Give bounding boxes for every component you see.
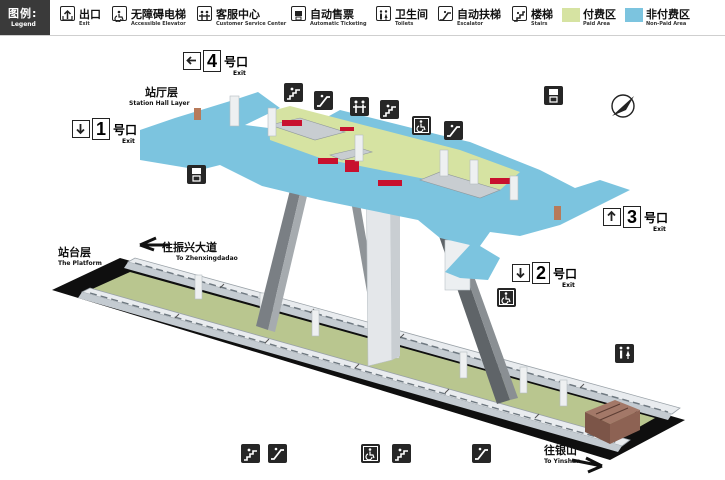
west-arrow: [139, 236, 170, 252]
direction-east-en: To Yinshan: [544, 458, 581, 465]
legend-title: 图例: Legend: [0, 0, 50, 35]
east-arrow: [571, 456, 603, 474]
train-lower: [78, 287, 631, 452]
non-paid-area-swatch: [625, 8, 643, 22]
legend-label-en: Non-Paid Area: [646, 21, 687, 27]
legend-label-en: Exit: [79, 21, 90, 27]
exit-2-number: 2: [532, 262, 550, 284]
exit-2-en: Exit: [562, 282, 575, 289]
hall-level: [140, 92, 630, 280]
paid-area-swatch: [562, 8, 580, 22]
exit-4-number: 4: [203, 50, 221, 72]
legend-label-en: Toilets: [395, 21, 414, 27]
accessible-elevator-icon: [497, 288, 516, 307]
ticket-machine-icon: [544, 86, 563, 105]
exit-3-arrow-icon: [603, 208, 621, 226]
legend-label-en: Stairs: [531, 21, 548, 27]
accessible-elevator-icon: [361, 444, 380, 463]
stairs-icon: [380, 100, 399, 119]
stairs-icon: [392, 444, 411, 463]
stairs-icon: [241, 444, 260, 463]
direction-west: 往振兴大道 To Zhenxingdadao: [162, 239, 238, 262]
legend-label-en: Automatic Ticketing: [310, 21, 367, 27]
hall-level-label: 站厅层 Station Hall Layer: [129, 84, 190, 107]
escalator-icon: [268, 444, 287, 463]
paid-area: [268, 106, 520, 190]
exit-3-marker: 3 号口 Exit: [603, 206, 669, 233]
exit-1-zh: 号口: [113, 122, 138, 137]
exit-4-arrow-icon: [183, 52, 201, 70]
toilet-block: [585, 400, 640, 444]
customer-service-icon: [197, 6, 212, 21]
platform-level-label-zh: 站台层: [58, 246, 91, 259]
exit-2-zh: 号口: [553, 266, 578, 281]
escalator-icon: [438, 6, 453, 21]
accessible-elevator-icon: [412, 116, 431, 135]
legend-label-en: Escalator: [457, 21, 484, 27]
exit-1-marker: 1 号口 Exit: [72, 118, 138, 145]
exit-4-en: Exit: [233, 70, 246, 77]
ticket-machine-icon: [187, 165, 206, 184]
escalator-icon: [472, 444, 491, 463]
legend-label-zh: 付费区: [583, 8, 616, 21]
hall-level-label-en: Station Hall Layer: [129, 100, 190, 107]
fare-gates: [282, 120, 514, 186]
legend-label-en: Customer Service Center: [216, 21, 287, 27]
exit-3-en: Exit: [653, 226, 666, 233]
exit-1-en: Exit: [122, 138, 135, 145]
hall-columns: [229, 95, 519, 201]
direction-east-zh: 往银山: [544, 444, 577, 457]
compass-icon: [611, 94, 635, 118]
legend-bar: 图例: Legend 出口 Exit 无障碍电梯 Accessible Elev…: [0, 0, 725, 36]
exit-1-arrow-icon: [72, 120, 90, 138]
legend-title-zh: 图例:: [8, 7, 38, 20]
exit-icon: [60, 6, 75, 21]
exit-2-marker: 2 号口 Exit: [512, 262, 578, 289]
exit-4-marker: 4 号口 Exit: [183, 50, 249, 77]
legend-label-zh: 出口: [79, 8, 101, 21]
legend-label-zh: 自动扶梯: [457, 8, 501, 21]
direction-west-zh: 往振兴大道: [162, 241, 217, 254]
platform-level-label-en: The Platform: [58, 260, 102, 267]
station-map: [52, 92, 685, 474]
exit-2-arrow-icon: [512, 264, 530, 282]
legend-label-zh: 自动售票: [310, 8, 354, 21]
exit-1-number: 1: [92, 118, 110, 140]
accessible-elevator-icon: [112, 6, 127, 23]
stairs-icon: [284, 83, 303, 102]
customer-service-icon: [350, 97, 369, 116]
legend-label-zh: 客服中心: [216, 8, 260, 21]
hall-level-label-zh: 站厅层: [145, 86, 178, 99]
legend-label-zh: 楼梯: [531, 8, 553, 21]
stairs-icon: [512, 6, 527, 22]
legend-label-en: Paid Area: [583, 21, 611, 27]
toilets-icon: [376, 6, 391, 21]
entrance-stub-3: [554, 206, 561, 220]
exit-3-number: 3: [623, 206, 641, 228]
legend-label-zh: 无障碍电梯: [131, 8, 186, 21]
ticket-machine-icon: [291, 6, 306, 21]
escalator-icon: [314, 91, 333, 110]
legend-label-en: Accessible Elevator: [131, 21, 186, 27]
exit-3-zh: 号口: [644, 210, 669, 225]
platform-level-label: 站台层 The Platform: [58, 244, 102, 267]
entrance-stub-4: [194, 108, 201, 120]
legend-label-zh: 卫生间: [395, 8, 428, 21]
direction-east: 往银山 To Yinshan: [544, 442, 580, 465]
legend-title-en: Legend: [11, 21, 36, 28]
escalator-icon: [444, 121, 463, 140]
toilets-icon: [615, 344, 634, 363]
direction-west-en: To Zhenxingdadao: [176, 255, 238, 262]
exit-4-zh: 号口: [224, 54, 249, 69]
legend-label-zh: 非付费区: [646, 8, 690, 21]
